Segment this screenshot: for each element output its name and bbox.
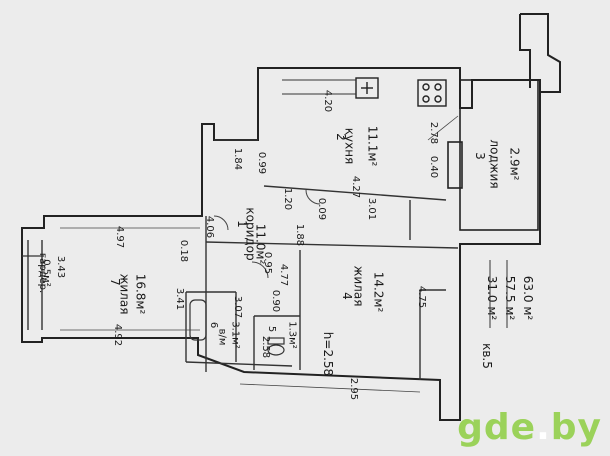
bathtub-icon (189, 299, 207, 341)
dimension-lines (60, 115, 459, 393)
loggia-outline (447, 79, 539, 231)
outer-walls (21, 13, 561, 421)
site-watermark: gde.by (457, 407, 602, 448)
door-arcs (213, 189, 321, 279)
toilet-icon (267, 337, 285, 356)
kitchen-counter (282, 79, 356, 95)
watermark-dot: . (536, 407, 551, 448)
watermark-left: gde (457, 407, 537, 448)
stove-icon (417, 79, 447, 107)
watermark-right: by (550, 407, 602, 448)
sink-icon (355, 77, 379, 99)
inner-walls (27, 185, 459, 380)
